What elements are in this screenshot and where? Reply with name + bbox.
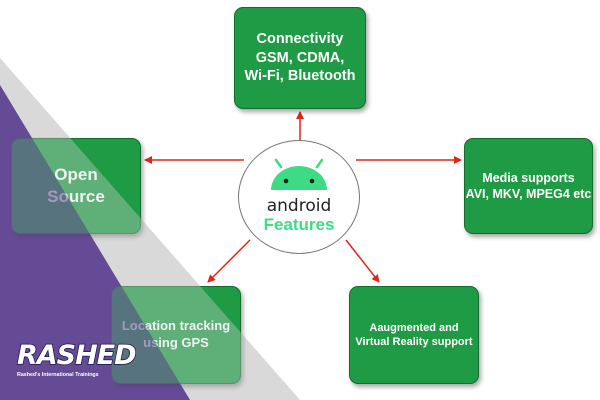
feature-box-connectivity: Connectivity GSM, CDMA, Wi-Fi, Bluetooth [234,7,366,109]
ar-line-1: Aaugmented and [369,321,459,334]
feature-box-ar: Aaugmented and Virtual Reality support [349,286,479,384]
media-line-1: Media supports [482,170,575,185]
open-source-text: Open Source [47,164,105,208]
connectivity-line-2: GSM, CDMA, [255,49,345,66]
arrow-to-ar [345,239,380,283]
open-source-line-1: Open [54,164,98,184]
connectivity-line-3: Wi-Fi, Bluetooth [244,68,356,85]
feature-box-location: Location tracking using GPS [111,286,241,384]
feature-box-media: Media supports AVI, MKV, MPEG4 etc [464,138,593,234]
media-line-2: AVI, MKV, MPEG4 etc [465,187,592,201]
arrow-to-location [207,239,251,283]
location-line-2: using GPS [143,335,209,350]
center-subtitle: Features [263,215,335,234]
ar-line-2: Virtual Reality support [355,336,473,348]
location-text: Location tracking using GPS [122,318,230,352]
connectivity-text: Connectivity GSM, CDMA, Wi-Fi, Bluetooth [244,30,355,87]
logo-tagline: Rashed's International Trainings [17,372,99,378]
ar-text: Aaugmented and Virtual Reality support [355,321,472,350]
feature-box-open-source: Open Source [11,138,141,234]
open-source-line-2: Source [47,187,105,206]
rashed-logo: RASHED Rashed's International Trainings [16,340,137,384]
location-line-1: Location tracking [121,318,231,334]
center-title: android [266,196,332,216]
media-text: Media supports AVI, MKV, MPEG4 etc [466,170,592,203]
center-circle [238,140,360,254]
logo-wordmark: RASHED [16,340,137,371]
connectivity-line-1: Connectivity [256,30,344,47]
